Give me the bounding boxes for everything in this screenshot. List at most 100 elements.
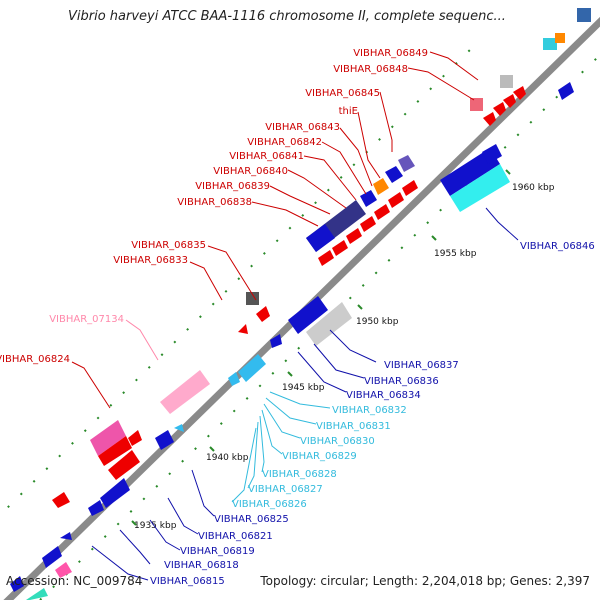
gene-arrow xyxy=(402,180,418,196)
gene-arrow xyxy=(155,430,174,450)
gene-arrow xyxy=(503,94,516,108)
gene-block xyxy=(288,296,328,334)
map-title: Vibrio harveyi ATCC BAA-1116 chromosome … xyxy=(68,9,506,24)
gene-label: VIBHAR_06818 xyxy=(164,560,239,571)
gene-label: VIBHAR_06838 xyxy=(177,197,252,208)
gene-label: VIBHAR_06830 xyxy=(300,436,375,447)
gene-label: VIBHAR_06833 xyxy=(113,255,188,266)
scale-label: 1940 kbp xyxy=(206,453,249,463)
gene-arrow xyxy=(493,102,506,116)
gene-arrow xyxy=(88,500,104,516)
gene-arrow xyxy=(238,324,248,334)
gene-arrow xyxy=(42,546,62,568)
gene-label: VIBHAR_06836 xyxy=(364,376,439,387)
gene-label: VIBHAR_06835 xyxy=(131,240,206,251)
gene-label: VIBHAR_06845 xyxy=(305,88,380,99)
gene-label: VIBHAR_06849 xyxy=(353,48,428,59)
reverse-label-leaders xyxy=(91,207,519,581)
gene-label: VIBHAR_06821 xyxy=(198,531,273,542)
gene-label: VIBHAR_06842 xyxy=(247,137,322,148)
gene-arrow xyxy=(482,144,502,164)
scale-label: 1955 kbp xyxy=(434,249,477,259)
gene-arrow xyxy=(385,166,403,183)
gene-arrow xyxy=(55,562,72,578)
rna-label-leaders xyxy=(231,391,331,503)
rna-labels: VIBHAR_06832 VIBHAR_06831 VIBHAR_06830 V… xyxy=(232,405,407,510)
gene-label: VIBHAR_06831 xyxy=(316,421,391,432)
gene-arrow xyxy=(513,86,526,100)
gene-arrow xyxy=(360,216,376,232)
gene-arrow xyxy=(52,492,70,508)
gene-block xyxy=(306,224,335,252)
gene-label: VIBHAR_06837 xyxy=(384,360,459,371)
forward-label-leaders xyxy=(71,51,479,409)
gene-block xyxy=(90,420,126,456)
topology-summary: Topology: circular; Length: 2,204,018 bp… xyxy=(260,574,590,588)
gene-arrow xyxy=(10,576,24,592)
gene-block xyxy=(108,450,140,480)
gene-arrow xyxy=(332,240,348,256)
gene-label: VIBHAR_06824 xyxy=(0,354,70,365)
gene-arrow xyxy=(360,190,377,207)
gene-block xyxy=(98,436,132,466)
scale-labels: 1935 kbp 1940 kbp 1945 kbp 1950 kbp 1955… xyxy=(134,183,555,531)
gene-label: VIBHAR_06827 xyxy=(248,484,323,495)
gene-label: VIBHAR_06846 xyxy=(520,241,595,252)
gene-label: VIBHAR_06843 xyxy=(265,122,340,133)
gene-arrow xyxy=(228,372,240,386)
gene-block xyxy=(238,354,266,382)
gene-arrow xyxy=(60,532,72,540)
gene-label: VIBHAR_06819 xyxy=(180,546,255,557)
gene-label: VIBHAR_06840 xyxy=(213,166,288,177)
scale-ticks xyxy=(131,169,511,526)
gene-label: VIBHAR_06841 xyxy=(229,151,304,162)
gene-arrow xyxy=(128,430,142,446)
gene-arrow xyxy=(318,250,334,266)
gc-track-outer xyxy=(0,39,481,517)
pink-label-leader xyxy=(125,319,159,361)
gene-label: VIBHAR_06828 xyxy=(262,469,337,480)
gene-label: VIBHAR_06825 xyxy=(214,514,289,525)
gene-box xyxy=(246,292,259,305)
scale-label: 1960 kbp xyxy=(512,183,555,193)
gene-box xyxy=(500,75,513,88)
gene-arrow xyxy=(483,112,496,126)
gene-label: VIBHAR_06834 xyxy=(346,390,421,401)
reverse-labels: VIBHAR_06846 VIBHAR_06837 VIBHAR_06836 V… xyxy=(150,241,595,587)
gene-block xyxy=(100,478,130,508)
gene-arrow xyxy=(346,228,362,244)
gene-arrow xyxy=(256,306,270,322)
gene-arrow xyxy=(374,204,390,220)
gene-arrow xyxy=(373,178,389,195)
gene-box xyxy=(543,38,557,50)
gene-label: VIBHAR_06832 xyxy=(332,405,407,416)
gene-arrow xyxy=(558,82,574,100)
gene-label: VIBHAR_06815 xyxy=(150,576,225,587)
accession-label: Accession: NC_009784 xyxy=(6,574,143,588)
gene-label: VIBHAR_06826 xyxy=(232,499,307,510)
gene-block xyxy=(450,164,510,212)
gene-block xyxy=(440,148,500,196)
gene-box xyxy=(555,33,565,43)
scale-label: 1950 kbp xyxy=(356,317,399,327)
gene-block xyxy=(306,302,352,346)
forward-labels: VIBHAR_06849 VIBHAR_06848 VIBHAR_06845 t… xyxy=(0,48,428,365)
gene-label: VIBHAR_06829 xyxy=(282,451,357,462)
gene-label: VIBHAR_06848 xyxy=(333,64,408,75)
gene-label: VIBHAR_06839 xyxy=(195,181,270,192)
gene-arrow xyxy=(26,588,48,600)
gene-label: VIBHAR_07134 xyxy=(49,314,124,325)
scale-label: 1935 kbp xyxy=(134,521,177,531)
gene-box xyxy=(577,8,591,22)
gene-label: thiE xyxy=(339,106,358,117)
forward-genes xyxy=(52,8,591,508)
gene-box xyxy=(470,98,483,111)
gene-arrow xyxy=(174,424,184,432)
gene-arrow xyxy=(388,192,404,208)
reverse-genes xyxy=(10,82,574,600)
gene-arrow xyxy=(398,155,415,172)
scale-label: 1945 kbp xyxy=(282,383,325,393)
gene-block xyxy=(160,370,210,414)
gene-arrow xyxy=(270,334,282,348)
